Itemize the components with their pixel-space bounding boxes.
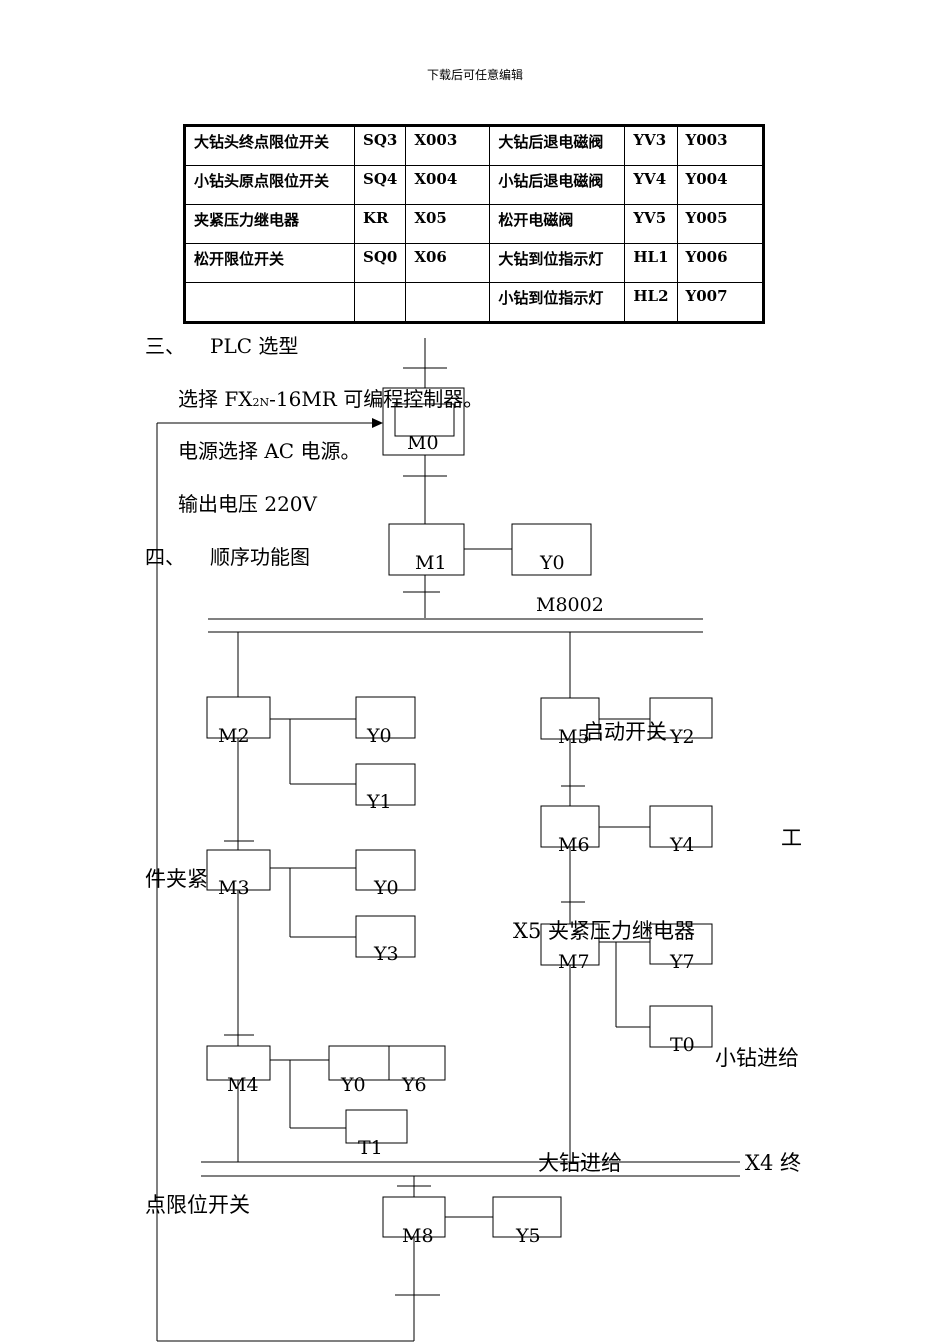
action-t0-box (649, 1005, 713, 1048)
step-m1-label: M1 (415, 552, 447, 574)
action-y4-label: Y4 (670, 834, 695, 856)
action-y1-label: Y1 (367, 791, 392, 813)
section3-number: 三、 (145, 334, 185, 358)
action-y1-box (355, 763, 416, 806)
action-y0-m2-label: Y0 (367, 725, 392, 747)
io-table-cell: Y007 (676, 282, 764, 323)
io-table-cell: 小钻头原点限位开关 (184, 165, 355, 205)
io-table-cell: HL2 (624, 282, 678, 323)
action-y0-m1-box (511, 523, 592, 576)
io-table-cell: 松开电磁阀 (489, 204, 626, 244)
io-table-cell: YV3 (624, 125, 678, 166)
action-t1-label: T1 (358, 1137, 383, 1159)
annotation-small-drill-feed: 小钻进给 (715, 1046, 799, 1070)
action-y0-m1-label: Y0 (540, 552, 565, 574)
step-m3-label: M3 (218, 877, 250, 899)
action-y7-label: Y7 (670, 951, 695, 973)
action-y2-box (649, 697, 713, 739)
power-line: 电源选择 AC 电源。 (178, 439, 361, 463)
io-table-cell (405, 282, 491, 323)
io-table-cell: Y005 (676, 204, 764, 244)
io-table-cell: 小钻后退电磁阀 (489, 165, 626, 205)
action-t1-box (345, 1109, 408, 1144)
io-table-cell: KR (353, 204, 407, 244)
io-table-cell: X004 (405, 165, 491, 205)
step-m4-label: M4 (227, 1074, 259, 1096)
io-table-cell: HL1 (624, 243, 678, 283)
io-table-cell: 夹紧压力继电器 (184, 204, 355, 244)
io-table-cell (353, 282, 407, 323)
step-m2-label: M2 (218, 725, 250, 747)
section4-title: 顺序功能图 (210, 545, 310, 569)
action-y0-m4-label: Y0 (341, 1074, 366, 1096)
return-arrowhead (372, 418, 383, 428)
annotation-start-switch: 启动开关 (583, 720, 667, 744)
section4-number: 四、 (145, 545, 185, 569)
action-t0-label: T0 (670, 1034, 695, 1056)
action-y3-label: Y3 (374, 943, 399, 965)
action-y3-box (355, 915, 416, 958)
action-y4-box (649, 805, 713, 848)
action-y5-box (492, 1196, 562, 1238)
action-y0-m3-box (355, 849, 416, 891)
step-m8-label: M8 (402, 1225, 434, 1247)
io-table-cell: SQ0 (353, 243, 407, 283)
action-y0-m3-label: Y0 (374, 877, 399, 899)
io-table-cell: X003 (405, 125, 491, 166)
condition-m8002: M8002 (536, 594, 604, 616)
annotation-x4-a: X4 终 (745, 1151, 801, 1175)
io-table-cell: YV4 (624, 165, 678, 205)
plc-model-line: 选择 FX2N-16MR 可编程控制器。 (178, 387, 484, 411)
annotation-clamp-a: 工 (781, 826, 802, 850)
annotation-big-drill-feed: 大钻进给 (538, 1151, 622, 1175)
io-table-cell: 大钻头终点限位开关 (184, 125, 355, 166)
annotation-x4-b: 点限位开关 (145, 1193, 250, 1217)
page-header: 下载后可任意编辑 (426, 68, 523, 82)
annotation-clamp-b: 件夹紧 (145, 867, 208, 891)
step-m7-label: M7 (558, 951, 590, 973)
action-y2-label: Y2 (670, 726, 695, 748)
step-m5-label: M5 (558, 726, 590, 748)
action-y5-label: Y5 (516, 1225, 541, 1247)
action-y6-box (388, 1045, 446, 1081)
annotation-x5-relay: X5 夹紧压力继电器 (513, 919, 695, 943)
io-table-cell: YV5 (624, 204, 678, 244)
step-m0-outer (382, 387, 465, 456)
voltage-line: 输出电压 220V (178, 492, 317, 516)
io-table-cell: 小钻到位指示灯 (489, 282, 626, 323)
action-y6-label: Y6 (402, 1074, 427, 1096)
action-y0-m2-box (355, 696, 416, 739)
action-y7-box (649, 923, 713, 965)
step-m6-label: M6 (558, 834, 590, 856)
step-m0-label: M0 (407, 432, 439, 454)
io-table-cell (184, 282, 355, 323)
section3-title: PLC 选型 (210, 334, 299, 358)
io-table-cell: SQ3 (353, 125, 407, 166)
io-table-cell: Y004 (676, 165, 764, 205)
io-table-cell: 大钻到位指示灯 (489, 243, 626, 283)
step-m0-inner (394, 403, 455, 437)
io-table-cell: Y003 (676, 125, 764, 166)
